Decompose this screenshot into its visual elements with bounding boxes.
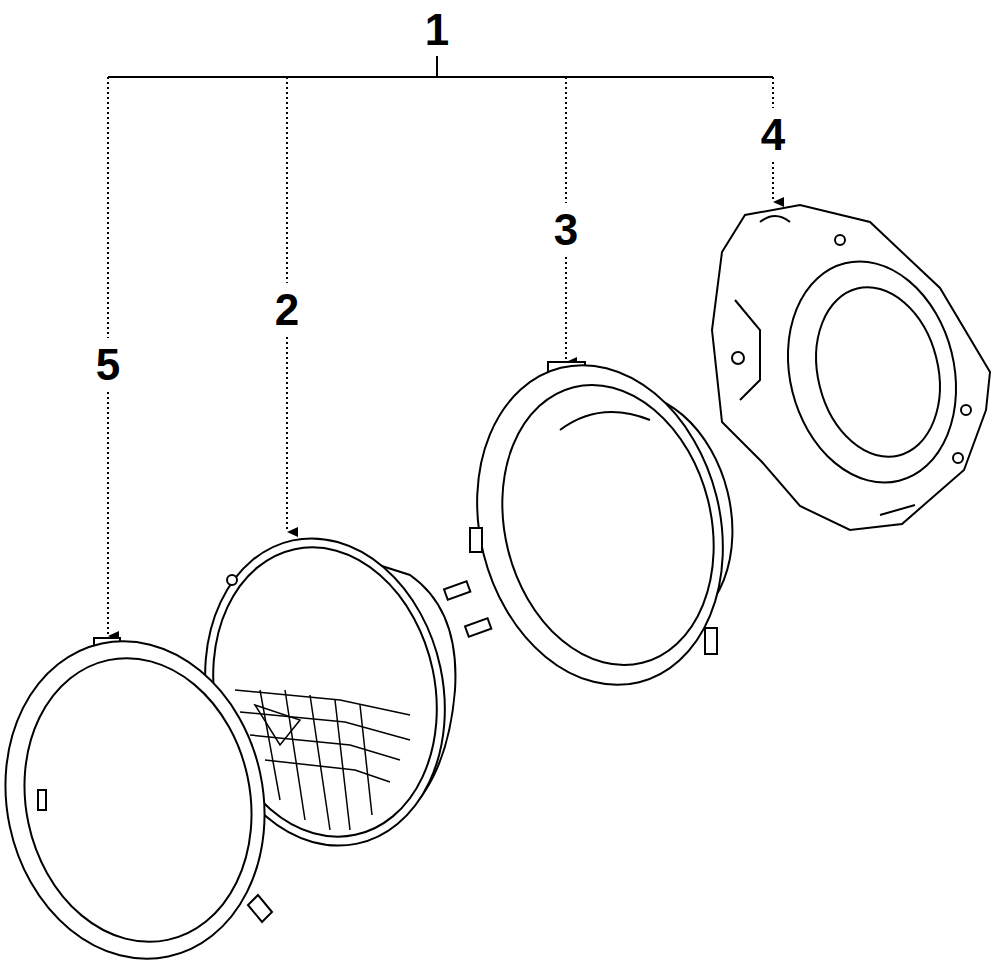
callout-number: 3 [554, 208, 578, 252]
callout-number: 5 [96, 343, 120, 387]
callout-number: 4 [761, 113, 785, 157]
mounting-plate [712, 205, 990, 530]
headlamp-bucket [444, 339, 756, 711]
callout-number: 2 [275, 288, 299, 332]
leader-lines [108, 56, 773, 77]
callout-number: 1 [425, 8, 449, 52]
trim-ring [0, 617, 293, 972]
